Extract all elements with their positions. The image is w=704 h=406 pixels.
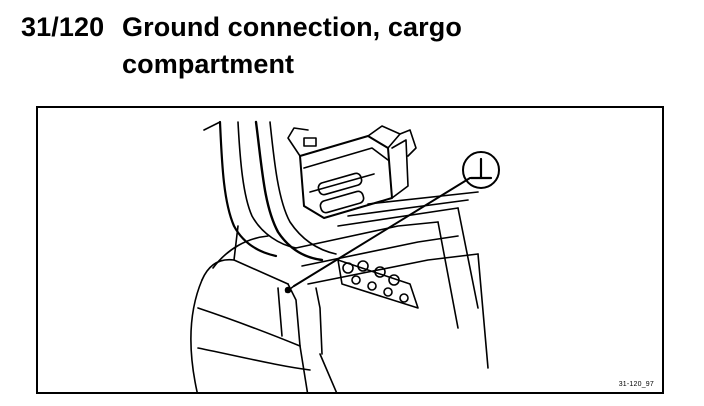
figure-code: 31-120_97 — [618, 381, 654, 388]
title-line-1: Ground connection, cargo — [122, 12, 462, 42]
vehicle-cargo-illustration — [190, 120, 500, 392]
page-title: 31/120 Ground connection, cargo compartme… — [21, 10, 462, 79]
figure-frame: 31-120_97 — [36, 106, 664, 394]
title-line-2: compartment — [122, 49, 295, 79]
section-number: 31/120 — [21, 12, 105, 42]
